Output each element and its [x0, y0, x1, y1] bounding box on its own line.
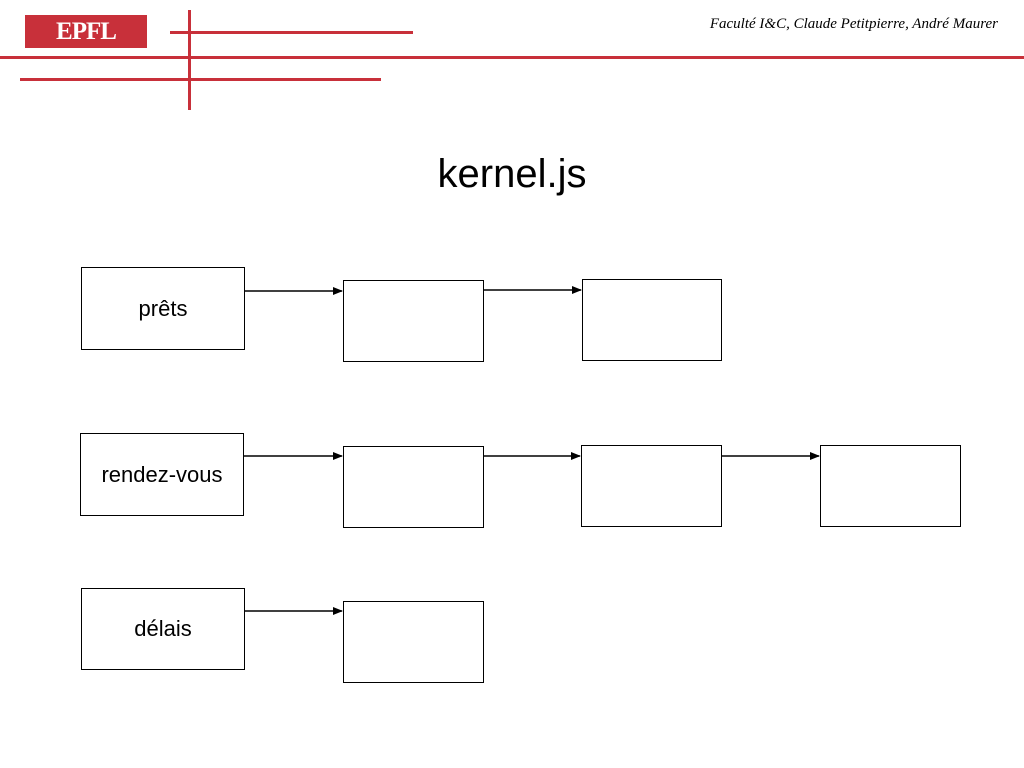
queue-node — [343, 280, 484, 362]
queue-head-label: délais — [134, 616, 192, 641]
queue-node — [343, 601, 484, 683]
header-rule-vertical — [188, 10, 191, 110]
queue-head-label: prêts — [138, 295, 188, 321]
header-credit: Faculté I&C, Claude Petitpierre, André M… — [709, 16, 998, 32]
header-rule-top — [170, 31, 413, 34]
queue-head-rendez-vous: rendez-vous — [80, 433, 244, 516]
queue-head-delais: délais — [81, 588, 245, 670]
queue-node — [820, 445, 961, 527]
header-rule-main — [0, 56, 1024, 59]
epfl-logo-text: EPFL — [56, 18, 117, 45]
queue-head-prets: prêts — [81, 267, 245, 350]
queue-head-label: rendez-vous — [101, 461, 223, 487]
queue-node — [343, 446, 484, 528]
queue-node — [582, 279, 722, 361]
slide-title: kernel.js — [437, 152, 587, 196]
queue-node — [581, 445, 722, 527]
header-rule-bottom — [20, 78, 381, 81]
epfl-logo: EPFL — [25, 15, 147, 48]
